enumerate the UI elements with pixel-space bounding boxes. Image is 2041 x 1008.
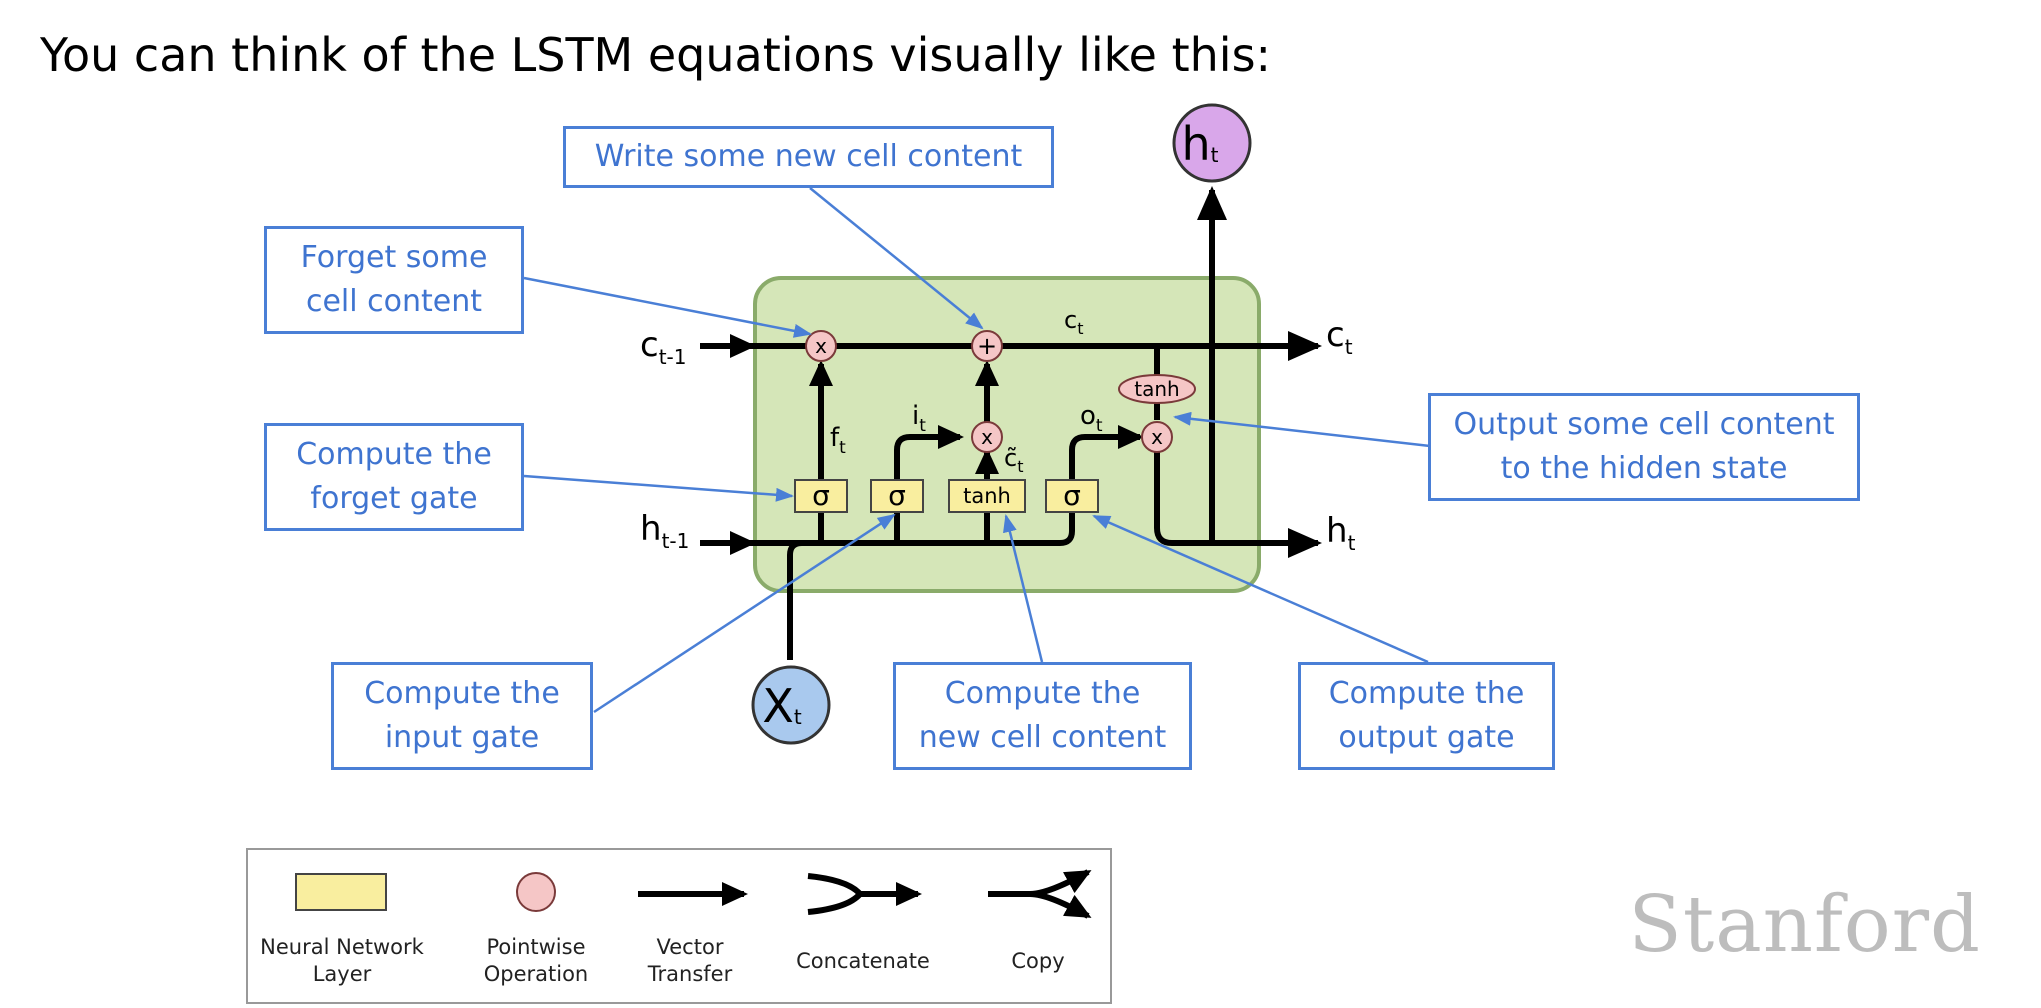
x-input-label: Xt: [762, 679, 802, 733]
connector-forget-content: [523, 276, 812, 338]
connector-new-cell: [1003, 514, 1044, 663]
x-input-line: [787, 540, 803, 660]
legend-copy-icon: [988, 869, 1092, 897]
callout-forget-content-line1: Forget some: [300, 240, 488, 275]
h-top-label: ht: [1182, 117, 1219, 171]
callout-output-content-line2: to the hidden state: [1500, 451, 1788, 486]
callout-output-content-line1: Output some cell content: [1453, 407, 1835, 442]
input-sigma-text: σ: [888, 479, 906, 512]
i-label: it: [912, 401, 926, 436]
tanh-op-text: tanh: [1134, 377, 1179, 401]
legend-copy-icon-branch: [1029, 891, 1092, 919]
callout-forget-gate: Compute the forget gate: [264, 423, 524, 531]
concat-line: [752, 495, 1075, 546]
c-prev-label: ct-1: [640, 325, 687, 369]
legend-nn-layer-icon: [295, 873, 387, 911]
ctilde-label: c̃t: [1004, 444, 1023, 476]
stanford-logo: Stanford: [1628, 880, 1981, 970]
x-input-circle: [751, 665, 831, 745]
callout-forget-gate-line2: forget gate: [310, 481, 478, 516]
callout-output-gate: Compute the output gate: [1298, 662, 1555, 770]
connector-forget-gate: [523, 474, 794, 502]
legend-nn-layer-line1: Neural Network: [260, 935, 424, 959]
legend-nn-layer-line2: Layer: [312, 962, 372, 986]
legend: Neural Network Layer Pointwise Operation…: [246, 848, 1112, 1004]
forget-sigma-text: σ: [812, 479, 830, 512]
callout-new-cell: Compute the new cell content: [893, 662, 1192, 770]
connector-output-content: [1173, 411, 1431, 448]
output-gate-line: [1069, 425, 1144, 495]
o-label: ot: [1080, 401, 1103, 436]
output-sigma-text: σ: [1063, 479, 1081, 512]
callout-forget-gate-line1: Compute the: [296, 437, 492, 472]
tanh-layer: [948, 479, 1026, 513]
callout-output-content: Output some cell content to the hidden s…: [1428, 393, 1860, 501]
legend-nn-layer-label: Neural Network Layer: [258, 934, 426, 988]
callout-new-cell-line1: Compute the: [944, 676, 1141, 711]
callout-forget-content-line2: cell content: [305, 284, 482, 319]
h-prev-label: ht-1: [640, 509, 689, 553]
h-output-circle: [1172, 103, 1252, 183]
callout-output-gate-line2: output gate: [1338, 720, 1515, 755]
c-mid-label: ct: [1064, 306, 1083, 338]
input-mult-op: [971, 421, 1003, 453]
h-out-label: ht: [1326, 511, 1356, 555]
f-label: ft: [830, 423, 846, 458]
legend-icons: [295, 850, 1092, 1006]
legend-copy-line1: Copy: [1011, 949, 1065, 973]
connector-input-gate: [593, 513, 896, 714]
callout-new-cell-line2: new cell content: [918, 720, 1167, 755]
legend-concat-line1: Concatenate: [796, 949, 930, 973]
legend-vector-line1: Vector: [656, 935, 724, 959]
input-mult-text: x: [981, 425, 993, 449]
connector-write: [809, 187, 984, 330]
legend-vector-label: Vector Transfer: [628, 934, 752, 988]
legend-concat-icon: [807, 876, 918, 912]
callout-write-cell: Write some new cell content: [563, 126, 1054, 188]
callout-forget-content: Forget some cell content: [264, 226, 524, 334]
slide-title: You can think of the LSTM equations visu…: [40, 28, 1272, 82]
plus-op: [971, 330, 1003, 362]
callout-input-gate-line2: input gate: [384, 720, 540, 755]
forget-mult-text: x: [815, 334, 827, 358]
legend-vector-line2: Transfer: [647, 962, 733, 986]
callout-input-gate: Compute the input gate: [331, 662, 593, 770]
plus-text: +: [977, 332, 997, 360]
legend-copy-label: Copy: [978, 948, 1098, 975]
c-out-label: ct: [1326, 315, 1353, 359]
input-sigma-layer: [870, 479, 924, 513]
legend-concat-label: Concatenate: [778, 948, 948, 975]
tanh-layer-text: tanh: [963, 484, 1011, 508]
legend-pointwise-label: Pointwise Operation: [458, 934, 614, 988]
callout-input-gate-line1: Compute the: [364, 676, 560, 711]
callout-write-text: Write some new cell content: [594, 139, 1023, 174]
legend-pointwise-line1: Pointwise: [486, 935, 586, 959]
tanh-op: [1118, 374, 1196, 404]
output-sigma-layer: [1045, 479, 1099, 513]
legend-pointwise-line2: Operation: [483, 962, 589, 986]
h-output-line: [1154, 452, 1322, 558]
forget-sigma-layer: [794, 479, 848, 513]
output-mult-op: [1141, 421, 1173, 453]
legend-pointwise-icon: [516, 872, 556, 912]
connector-output-gate: [1092, 514, 1429, 664]
input-gate-line: [894, 425, 964, 543]
forget-mult-op: [805, 330, 837, 362]
callout-output-gate-line1: Compute the: [1328, 676, 1525, 711]
output-mult-text: x: [1151, 425, 1163, 449]
